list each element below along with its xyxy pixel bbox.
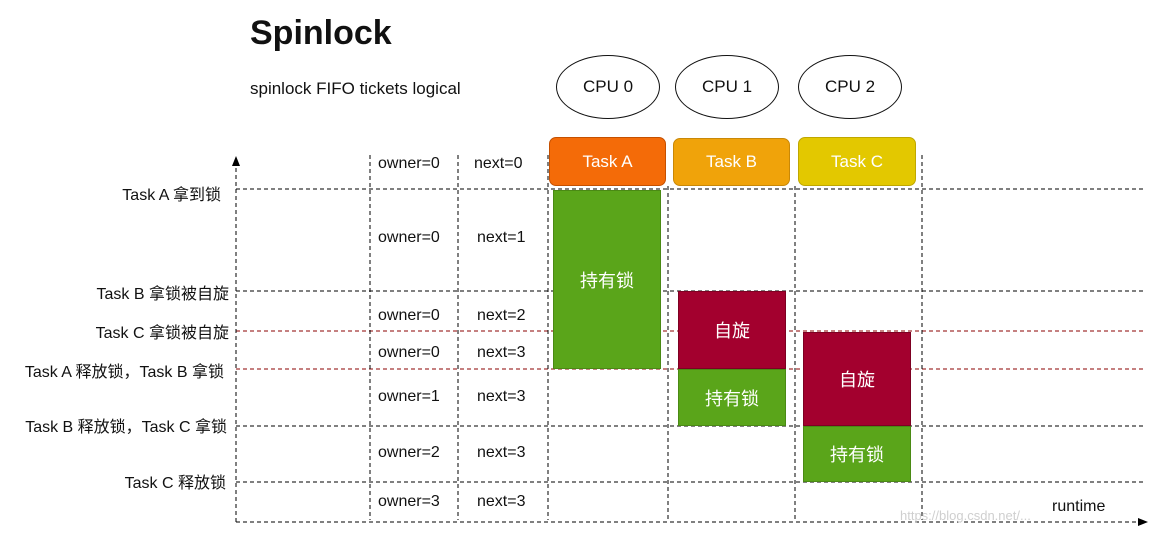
task-a-hold-block: 持有锁	[553, 190, 661, 369]
next-cell-1: next=1	[477, 229, 526, 246]
task-b-spin-block: 自旋	[678, 291, 786, 369]
owner-cell-2: owner=0	[378, 307, 440, 324]
next-cell-2: next=2	[477, 307, 526, 324]
cpu-0: CPU 0	[556, 55, 660, 119]
task-a: Task A	[549, 137, 666, 186]
next-cell-3: next=3	[477, 344, 526, 361]
task-c: Task C	[798, 137, 916, 186]
event-label-1: Task A 拿到锁	[122, 187, 221, 204]
watermark: https://blog.csdn.net/...	[900, 508, 1031, 523]
event-label-3: Task C 拿锁被自旋	[95, 325, 229, 342]
cpu-1: CPU 1	[675, 55, 779, 119]
owner-cell-4: owner=1	[378, 388, 440, 405]
page-title: Spinlock	[250, 14, 392, 52]
next-cell-6: next=3	[477, 493, 526, 510]
event-label-5: Task B 释放锁，Task C 拿锁	[25, 419, 227, 436]
task-b-hold-block: 持有锁	[678, 369, 786, 426]
owner-cell-1: owner=0	[378, 229, 440, 246]
owner-cell-3: owner=0	[378, 344, 440, 361]
event-label-2: Task B 拿锁被自旋	[96, 286, 229, 303]
x-axis-label: runtime	[1052, 498, 1106, 515]
task-b: Task B	[673, 138, 790, 186]
next-cell-5: next=3	[477, 444, 526, 461]
y-axis-arrow	[232, 156, 240, 166]
next-cell-0: next=0	[474, 155, 523, 172]
owner-cell-6: owner=3	[378, 493, 440, 510]
task-c-hold-block: 持有锁	[803, 426, 911, 482]
task-c-spin-block: 自旋	[803, 332, 911, 426]
next-cell-4: next=3	[477, 388, 526, 405]
cpu-2: CPU 2	[798, 55, 902, 119]
event-label-6: Task C 释放锁	[124, 475, 226, 492]
owner-cell-5: owner=2	[378, 444, 440, 461]
x-axis-arrow	[1138, 518, 1148, 526]
owner-cell-0: owner=0	[378, 155, 440, 172]
page-subtitle: spinlock FIFO tickets logical	[250, 79, 461, 98]
event-label-4: Task A 释放锁，Task B 拿锁	[24, 364, 224, 381]
